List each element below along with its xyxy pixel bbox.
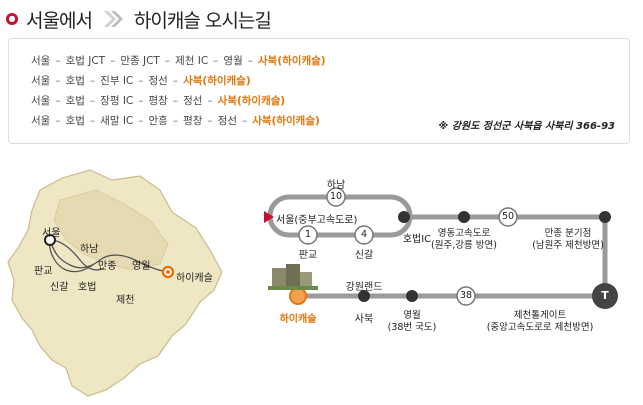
diagram-label-yeongwol-road: (38번 국도) <box>387 322 437 333</box>
route-stop: 서울 <box>31 115 51 127</box>
route-stop: 평창 <box>183 115 203 127</box>
route-separator: – <box>172 115 179 127</box>
route-separator: – <box>207 115 213 127</box>
route-stop: 정선 <box>148 75 168 87</box>
route-separator: – <box>207 95 213 107</box>
route-stop: 진부 IC <box>100 75 134 87</box>
seoul-marker <box>44 234 56 246</box>
diagram-label-seoul-start: 서울(중부고속도로) <box>276 215 358 226</box>
diagram-label-jecheon-dir: (중앙고속도로로 제천방면) <box>486 322 594 333</box>
route-stop: 정선 <box>217 115 237 127</box>
route-diagram: 하남 10 서울(중부고속도로) 1 4 판교 신갈 호법IC 영동고속도로 (… <box>250 160 643 401</box>
diagram-label-manjong-dir: (남원주 제천방면) <box>532 240 604 251</box>
bullet-icon: ● <box>6 13 18 25</box>
map-label-jecheon: 제천 <box>116 295 135 306</box>
route-stop: 사북(하이캐슬) <box>217 95 286 107</box>
route-line: 서울–호법–진부 IC–정선–사북(하이캐슬) <box>31 73 251 88</box>
map-label-yeongwol: 영월 <box>132 261 151 272</box>
map-inner-region <box>53 189 169 271</box>
map-label-seoul: 서울 <box>42 228 61 239</box>
road-shield-50: 50 <box>501 211 515 222</box>
route-stop: 새말 IC <box>100 115 134 127</box>
double-chevron-icon <box>102 9 124 29</box>
route-stop: 서울 <box>31 55 51 67</box>
route-separator: – <box>89 115 96 127</box>
route-separator: – <box>55 55 61 67</box>
route-separator: – <box>55 115 61 127</box>
route-line: 서울–호법 JCT–만종 JCT–제천 IC–영월–사북(하이캐슬) <box>31 53 326 68</box>
map-route-line <box>49 239 105 271</box>
diagram-label-pangyo: 판교 <box>298 250 318 261</box>
route-separator: – <box>55 95 61 107</box>
route-stop: 장평 IC <box>100 95 134 107</box>
route-line: 서울–호법–새말 IC–안흥–평창–정선–사북(하이캐슬) <box>31 113 320 128</box>
route-stop: 안흥 <box>148 115 168 127</box>
route-separator: – <box>213 55 219 67</box>
route-separator: – <box>172 75 179 87</box>
region-map: 서울 하남 판교 만종 영월 신갈 호법 제천 하이캐슬 <box>0 160 240 400</box>
diagram-label-singal: 신갈 <box>354 250 374 261</box>
route-stop: 호법 <box>65 95 85 107</box>
route-separator: – <box>89 75 96 87</box>
route-stop: 제천 IC <box>175 55 209 67</box>
route-stop: 서울 <box>31 95 51 107</box>
route-separator: – <box>89 95 96 107</box>
route-separator: – <box>138 95 144 107</box>
route-diagram-svg <box>264 187 618 309</box>
map-svg <box>7 169 223 397</box>
route-separator: – <box>164 55 171 67</box>
route-stop: 서울 <box>31 75 51 87</box>
route-separator: – <box>55 75 61 87</box>
start-arrow-icon <box>264 211 274 223</box>
t-junction-marker: T <box>601 289 609 302</box>
route-separator: – <box>110 55 116 67</box>
map-label-highcastle: 하이캐슬 <box>176 273 213 284</box>
route-stop: 호법 <box>65 75 85 87</box>
diagram-label-hanam: 하남 <box>326 180 346 191</box>
diagram-label-yeongwol: 영월 <box>403 310 421 321</box>
route-separator: – <box>241 115 248 127</box>
diagram-label-highcastle: 하이캐슬 <box>279 314 317 325</box>
routes-panel: 서울–호법 JCT–만종 JCT–제천 IC–영월–사북(하이캐슬) 서울–호법… <box>8 38 630 144</box>
destination-title: 하이캐슬 오시는길 <box>133 9 272 32</box>
route-stop: 영월 <box>223 55 243 67</box>
route-stop: 호법 JCT <box>65 55 106 67</box>
diagram-label-jecheon-toll: 제천톨게이트 <box>513 310 567 321</box>
map-label-hobeop: 호법 <box>78 282 97 293</box>
route-separator: – <box>172 95 179 107</box>
map-label-manjong: 만종 <box>98 261 117 272</box>
diagram-label-yeongdong: 영동고속도로 <box>437 228 491 239</box>
route-stop: 호법 <box>65 115 85 127</box>
route-separator: – <box>138 115 144 127</box>
diagram-label-hobeop-ic: 호법IC <box>402 234 432 245</box>
address-text: ※ 강원도 정선군 사북읍 사북리 366-93 <box>438 121 615 132</box>
route-stop: 만종 JCT <box>120 55 160 67</box>
diagram-label-yeongdong-dir: (원주,강릉 방면) <box>431 240 497 251</box>
road-shield-4: 4 <box>360 229 368 240</box>
map-label-singal: 신갈 <box>50 282 69 293</box>
map-label-hanam: 하남 <box>80 244 99 255</box>
diagram-label-sabuk: 사북 <box>354 314 374 325</box>
route-stop: 정선 <box>183 95 203 107</box>
diagram-label-manjong: 만종 분기점 <box>544 228 592 239</box>
route-stop: 사북(하이캐슬) <box>183 75 251 87</box>
route-separator: – <box>138 75 144 87</box>
map-route-line <box>49 239 95 273</box>
route-line: 서울–호법–장평 IC–평창–정선–사북(하이캐슬) <box>31 93 285 108</box>
road-shield-10: 10 <box>329 191 343 202</box>
page-header: ● 서울에서 하이캐슬 오시는길 <box>6 4 636 34</box>
diagram-label-gangwonland: 강원랜드 <box>345 282 383 293</box>
origin-title: 서울에서 <box>26 9 93 32</box>
route-stop: 평창 <box>148 95 168 107</box>
route-stop: 사북(하이캐슬) <box>258 55 326 67</box>
route-stop: 사북(하이캐슬) <box>252 115 320 127</box>
map-route-line <box>49 239 169 273</box>
road-shield-1: 1 <box>304 229 312 240</box>
route-separator: – <box>247 55 253 67</box>
map-label-pangyo: 판교 <box>34 266 53 277</box>
highcastle-building-icon <box>268 264 318 290</box>
road-shield-38: 38 <box>459 290 473 301</box>
